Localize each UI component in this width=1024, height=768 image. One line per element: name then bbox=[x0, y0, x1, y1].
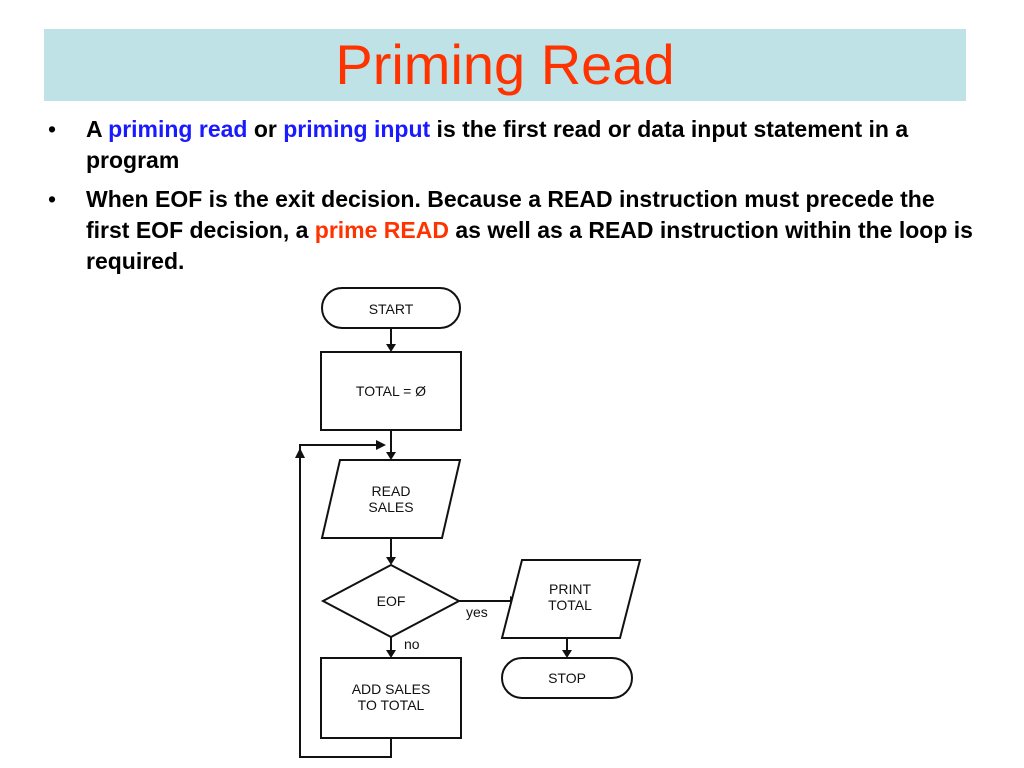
print-label-line2: TOTAL bbox=[548, 597, 592, 613]
stop-terminal bbox=[501, 657, 633, 699]
term-priming-read: priming read bbox=[108, 116, 248, 142]
init-process-box bbox=[320, 351, 462, 431]
add-label-line2: TO TOTAL bbox=[358, 697, 425, 713]
bullet-marker: • bbox=[48, 116, 57, 142]
bullet-text: or bbox=[247, 116, 284, 142]
decision-label: EOF bbox=[377, 593, 406, 609]
arrowhead bbox=[376, 440, 386, 450]
add-label-line1: ADD SALES bbox=[352, 681, 431, 697]
eof-decision-diamond bbox=[320, 563, 462, 639]
flowchart: START TOTAL = Ø READ SALES EOF yes no PR… bbox=[295, 287, 642, 758]
bullet-item-eof: • When EOF is the exit decision. Because… bbox=[44, 184, 974, 277]
read-input-parallelogram bbox=[320, 459, 462, 539]
stop-label: STOP bbox=[548, 670, 586, 686]
term-prime-read: prime READ bbox=[314, 217, 449, 243]
add-process-box bbox=[320, 657, 462, 739]
arrowhead bbox=[386, 452, 396, 460]
start-label: START bbox=[369, 301, 414, 317]
yes-label: yes bbox=[466, 604, 488, 620]
arrowhead bbox=[386, 650, 396, 658]
init-label: TOTAL = Ø bbox=[356, 383, 426, 399]
bullet-marker: • bbox=[48, 186, 57, 212]
bullet-item-priming-read: • A priming read or priming input is the… bbox=[44, 114, 974, 176]
read-label-line2: SALES bbox=[368, 499, 413, 515]
bullet-text: is the first read or data input statemen… bbox=[86, 116, 909, 173]
bullet-list: • A priming read or priming input is the… bbox=[44, 114, 974, 285]
bullet-text: as well as a READ instruction within the… bbox=[86, 217, 973, 274]
arrowhead bbox=[386, 557, 396, 565]
arrowhead bbox=[295, 448, 305, 458]
page-title: Priming Read bbox=[335, 33, 675, 96]
read-label-line1: READ bbox=[372, 483, 411, 499]
bullet-text: When EOF is the exit decision. Because a… bbox=[86, 186, 935, 243]
term-priming-input: priming input bbox=[283, 116, 431, 142]
arrowhead bbox=[386, 344, 396, 352]
start-terminal bbox=[321, 287, 461, 329]
title-bar: Priming Read bbox=[44, 29, 966, 101]
print-label-line1: PRINT bbox=[549, 581, 591, 597]
arrowhead bbox=[562, 650, 572, 658]
no-label: no bbox=[404, 636, 420, 652]
bullet-text: A bbox=[86, 116, 109, 142]
loop-back-line bbox=[299, 444, 392, 758]
print-output-parallelogram bbox=[500, 559, 642, 639]
